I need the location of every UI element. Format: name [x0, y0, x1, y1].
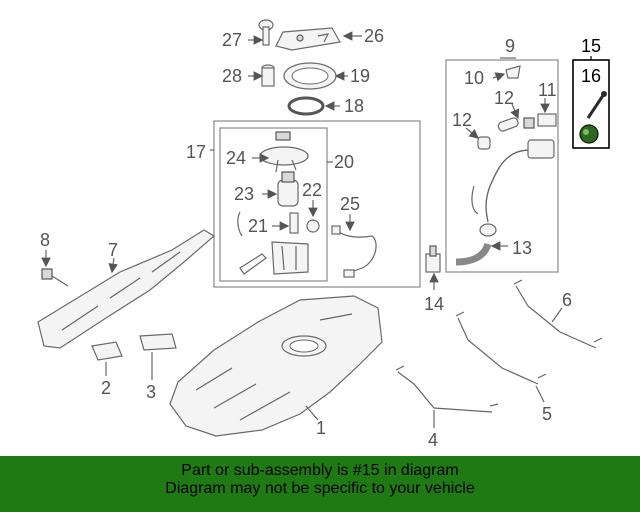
callout-15[interactable]: 15	[581, 36, 601, 56]
group-box-17	[213, 120, 421, 288]
callout-23: 23	[234, 184, 254, 204]
part-18-gasket	[287, 96, 325, 116]
callout-26: 26	[364, 26, 384, 46]
parts-diagram: 1 2 3 4 5 6 7 8 9 10 11 12 12 13 14 15 1…	[37, 19, 610, 450]
part-25-harness	[331, 225, 377, 278]
callout-17: 17	[186, 142, 206, 162]
callout-13: 13	[512, 238, 532, 258]
part-27-bolt	[258, 19, 274, 46]
callout-2: 2	[101, 378, 111, 398]
banner-line-2: Diagram may not be specific to your vehi…	[165, 480, 475, 497]
part-26-cover	[275, 27, 341, 51]
part-13-hose	[455, 223, 497, 266]
callout-3: 3	[146, 382, 156, 402]
callout-27: 27	[222, 30, 242, 50]
part-7-heat-shield	[37, 229, 216, 349]
part-filler-pipe	[471, 139, 555, 223]
part-16-highlighted[interactable]	[579, 91, 607, 144]
callout-12-a: 12	[494, 88, 514, 108]
part-10-clip	[505, 65, 521, 79]
group-box-9	[445, 59, 559, 273]
part-28-sleeve	[261, 64, 275, 87]
callout-28: 28	[222, 66, 242, 86]
part-14-valve	[425, 245, 441, 273]
callout-9: 9	[505, 36, 515, 56]
callout-22: 22	[302, 180, 322, 200]
callout-19: 19	[350, 66, 370, 86]
callout-14: 14	[424, 294, 444, 314]
callout-7: 7	[108, 240, 118, 260]
callout-11: 11	[538, 80, 557, 100]
callout-20: 20	[334, 152, 354, 172]
banner-line-1: Part or sub-assembly is #15 in diagram	[181, 462, 459, 479]
callout-25: 25	[340, 194, 360, 214]
callout-4: 4	[428, 430, 438, 450]
callout-21: 21	[248, 216, 268, 236]
part-1-fuel-tank	[169, 295, 383, 437]
leader-lines	[41, 31, 592, 428]
part-5-strap	[455, 311, 547, 385]
part-8-bolt	[41, 268, 69, 287]
part-22-regulator	[306, 219, 320, 233]
info-banner: Part or sub-assembly is #15 in diagram D…	[0, 456, 640, 512]
part-3-pad	[139, 333, 177, 351]
callout-1: 1	[316, 418, 326, 438]
part-23-filter	[277, 171, 299, 207]
part-11-cap	[537, 113, 557, 127]
callout-16[interactable]: 16	[581, 66, 601, 86]
part-19-lock-ring	[283, 62, 337, 90]
callout-10: 10	[464, 68, 484, 88]
callout-18: 18	[344, 96, 364, 116]
callout-8: 8	[40, 230, 50, 250]
callout-6: 6	[562, 290, 572, 310]
part-pump-reservoir	[239, 241, 309, 275]
callout-12-b: 12	[452, 110, 472, 130]
part-12-clamps	[477, 117, 535, 150]
part-4-strap	[395, 365, 499, 413]
callout-24: 24	[226, 148, 246, 168]
part-21-sender	[237, 211, 299, 237]
part-6-strap	[513, 279, 603, 349]
group-box-20	[219, 127, 328, 282]
part-24-pump-flange	[259, 131, 309, 173]
callout-5: 5	[542, 404, 552, 424]
part-2-pad	[91, 341, 123, 361]
